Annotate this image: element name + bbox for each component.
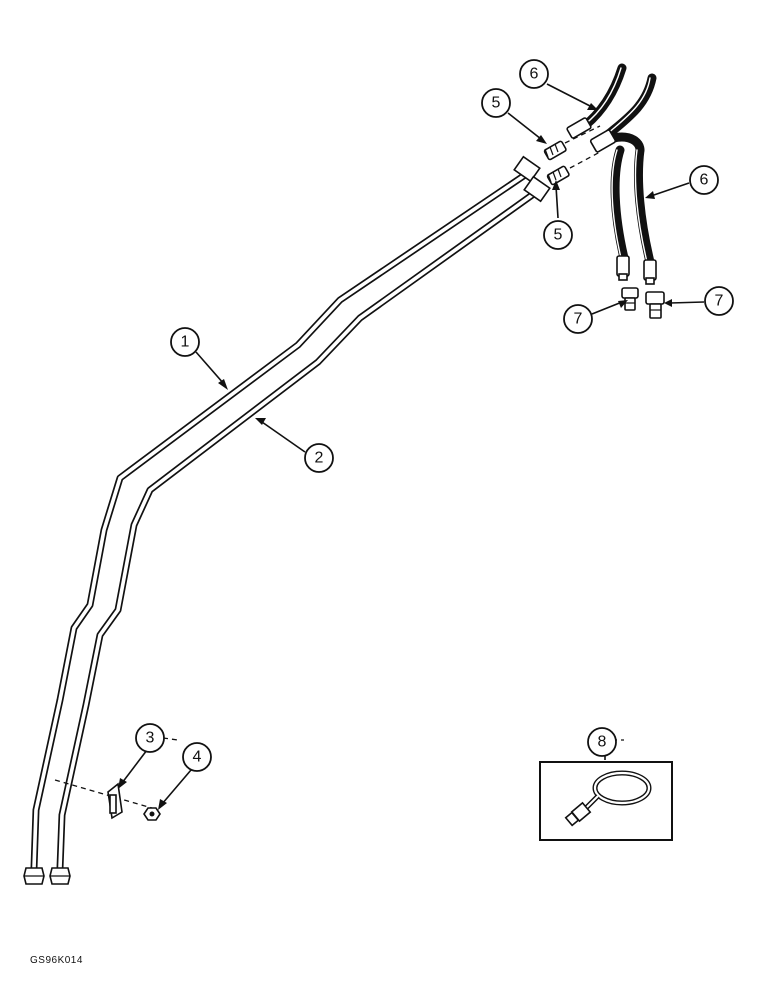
tube-nut-lower-1 [23,867,45,885]
callout-7-left: 7 [563,304,593,334]
callout-3: 3 [135,723,165,753]
fitting-7-left [621,287,639,311]
tube-nut-lower-2 [49,867,71,885]
callout-6-right: 6 [689,165,719,195]
svg-text:6: 6 [530,66,539,83]
svg-text:8: 8 [598,734,607,751]
callout-7-right: 7 [704,286,734,316]
nut-4 [143,807,161,821]
svg-text:7: 7 [715,293,724,310]
tube-nut-upper-1 [513,155,541,183]
svg-text:2: 2 [315,450,324,467]
adapter-5-upper [543,140,567,161]
callout-8: 8 [587,727,617,757]
clamp-3 [107,782,123,820]
svg-text:7: 7 [574,311,583,328]
steel-tube-1 [30,171,529,872]
callout-5-lower: 5 [543,220,573,250]
assembly-line-upper [564,125,601,144]
adapter-5-lower [546,165,570,186]
svg-text:1: 1 [181,334,190,351]
svg-text:6: 6 [700,172,709,189]
clamp-assembly-line [54,779,153,809]
fitting-7-right [645,291,665,319]
svg-text:3: 3 [146,730,155,747]
hydraulic-hose-6-a [566,63,630,281]
assembly-line-lower [569,151,601,169]
callout-4: 4 [182,742,212,772]
callout-1: 1 [170,327,200,357]
svg-text:4: 4 [193,749,202,766]
svg-text:5: 5 [554,227,563,244]
callout-2: 2 [304,443,334,473]
cable-tie-kit-box [539,761,673,841]
tube-nut-upper-2 [523,175,551,203]
callout-5-upper: 5 [481,88,511,118]
callout-6-upper: 6 [519,59,549,89]
svg-text:5: 5 [492,95,501,112]
hydraulic-hose-6-b [589,73,657,285]
steel-tube-2 [56,189,539,872]
figure-code: GS96K014 [30,955,83,966]
leader-lines [118,83,705,810]
